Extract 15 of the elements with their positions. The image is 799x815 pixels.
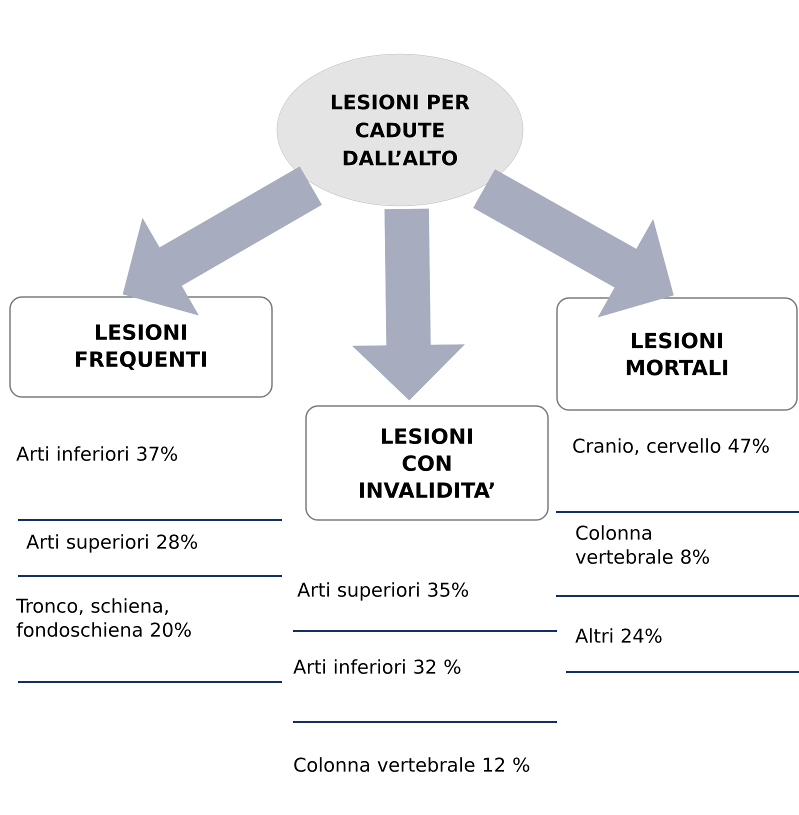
block-arrow xyxy=(352,208,465,400)
category-box: LESIONI MORTALI xyxy=(556,297,798,411)
list-item: Colonna vertebrale 12 % xyxy=(294,757,530,772)
list-item: Altri 24% xyxy=(575,628,662,643)
block-arrow xyxy=(122,166,322,316)
list-item: Cranio, cervello 47% xyxy=(573,438,769,455)
list-item: Colonna vertebrale 8% xyxy=(576,525,709,564)
list-item: Arti inferiori 37% xyxy=(16,446,178,461)
list-item: Arti superiori 35% xyxy=(297,582,468,601)
list-item: Arti superiori 28% xyxy=(26,534,198,553)
category-box: LESIONI CON INVALIDITA’ xyxy=(305,405,549,521)
block-arrow xyxy=(473,169,674,318)
list-item: Tronco, schiena, fondoschiena 20% xyxy=(16,598,191,637)
list-item: Arti inferiori 32 % xyxy=(293,659,460,674)
category-box: LESIONI FREQUENTI xyxy=(9,296,273,398)
